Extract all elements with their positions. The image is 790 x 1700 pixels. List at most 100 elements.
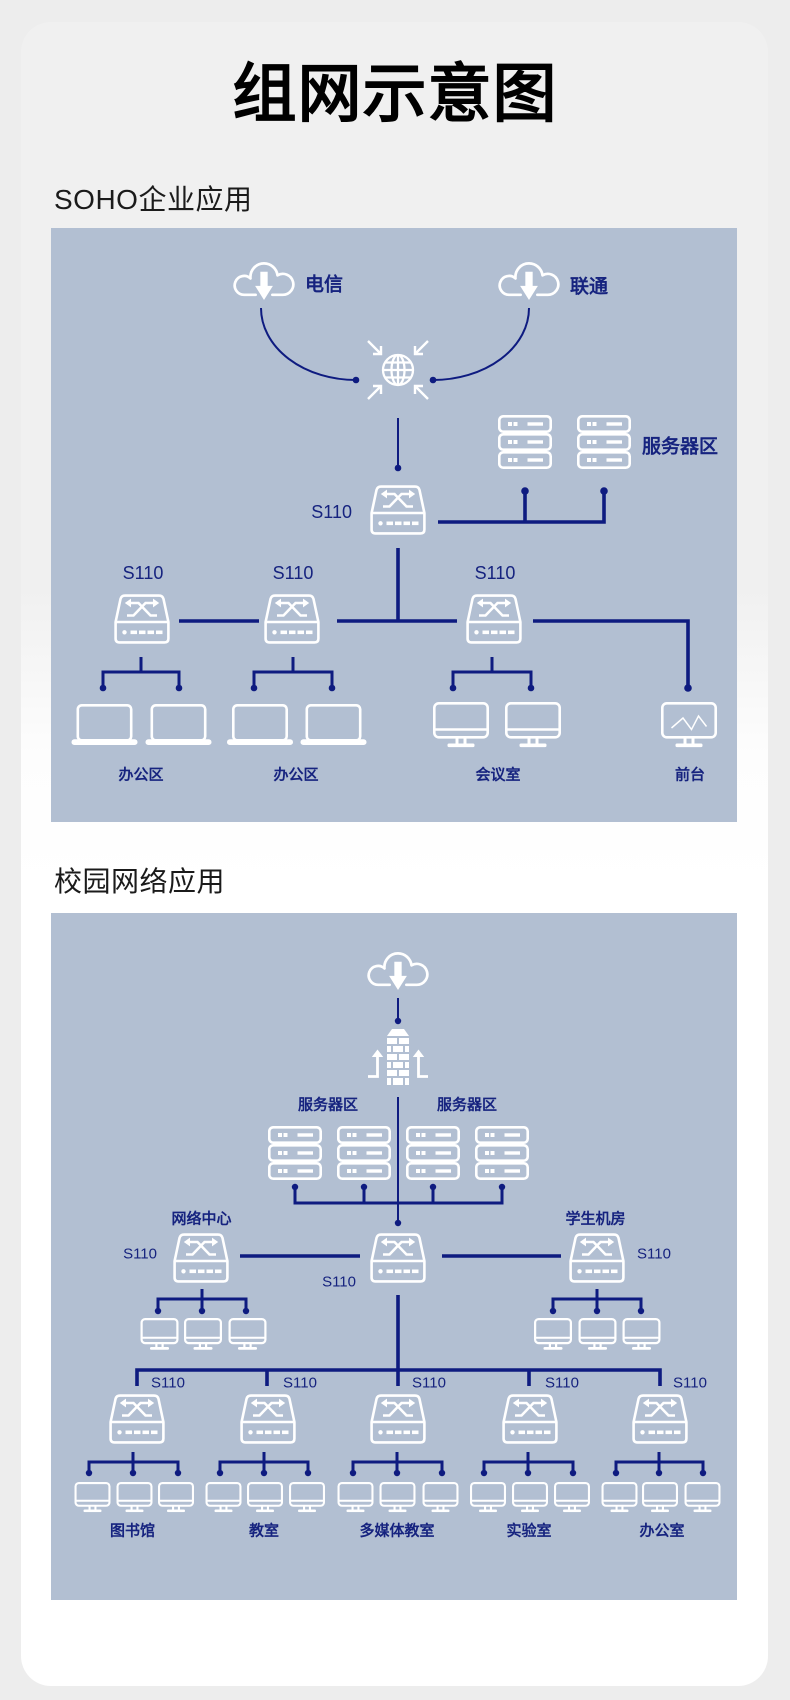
connector-dot	[328, 684, 336, 692]
monitor-icon	[158, 1482, 194, 1513]
isp-label-telecom: 电信	[305, 273, 343, 296]
server-icon	[475, 1126, 529, 1180]
soho-network-diagram: 电信 联通 S110 服务器区 S110 S110 S110 办公区 办公区 会…	[71, 262, 718, 784]
connector-dot	[394, 1017, 402, 1025]
arrow-inward-icon	[367, 340, 383, 356]
connector-dot	[449, 684, 457, 692]
access-switch-model-label: S110	[673, 1375, 707, 1392]
arrow-inward-icon	[413, 340, 429, 356]
access-switch-icon	[114, 594, 170, 644]
connector-dot	[99, 684, 107, 692]
connector-dot	[129, 1469, 137, 1477]
link-core-switch-to-servers	[438, 491, 606, 524]
connector-dot	[593, 1307, 601, 1315]
monitor-icon	[505, 702, 561, 748]
zone-label: 办公区	[118, 766, 163, 784]
monitor-icon	[534, 1318, 572, 1350]
server-zone-label: 服务器区	[642, 435, 718, 458]
link-telecom-to-gateway	[260, 307, 357, 381]
cloud-download-icon	[367, 952, 429, 992]
connector-dot	[429, 1183, 437, 1191]
connector-dot	[360, 1183, 368, 1191]
connector-dot	[527, 684, 535, 692]
connector-dot	[154, 1307, 162, 1315]
connector-dot	[521, 487, 529, 495]
student-lab-switch-model-label: S110	[637, 1246, 671, 1263]
monitor-icon	[74, 1482, 111, 1513]
monitor-icon	[205, 1482, 242, 1513]
zone-label: 办公室	[639, 1522, 684, 1540]
monitor-icon	[184, 1318, 222, 1350]
bracket-student-lab	[551, 1289, 643, 1311]
access-switch-icon	[370, 1394, 426, 1444]
front-desk-label: 前台	[675, 766, 705, 784]
access-switch-icon	[632, 1394, 688, 1444]
arrow-inward-icon	[413, 384, 429, 400]
student-lab-label: 学生机房	[565, 1210, 625, 1228]
monitor-icon	[578, 1318, 617, 1350]
campus-diagram-panel: 服务器区 服务器区 网络中心 学生机房 S110 S110 S110 S110 …	[51, 913, 737, 1600]
soho-labels: 电信 联通 S110 服务器区 S110 S110 S110 办公区 办公区 会…	[118, 273, 718, 784]
connector-dot	[569, 1469, 577, 1477]
soho-links	[101, 307, 690, 688]
section-heading-campus: 校园网络应用	[54, 866, 226, 897]
bracket-network-center	[156, 1289, 248, 1311]
laptop-icon	[145, 704, 212, 745]
server-zone-label: 服务器区	[298, 1096, 358, 1114]
zone-label: 多媒体教室	[359, 1522, 434, 1540]
server-icon	[498, 415, 552, 469]
link-unicom-to-gateway	[432, 307, 530, 381]
access-switch-icon	[466, 594, 522, 644]
connector-dot	[394, 1219, 402, 1227]
link-access-bus	[135, 1368, 662, 1386]
connector-dot	[216, 1469, 224, 1477]
connector-dot	[655, 1469, 663, 1477]
server-zone-label: 服务器区	[437, 1096, 497, 1114]
monitor-icon	[247, 1482, 283, 1513]
connector-dot	[394, 464, 402, 472]
access-switch-icon	[264, 594, 320, 644]
connector-dot	[637, 1307, 645, 1315]
access-switch-icon	[502, 1394, 558, 1444]
campus-links	[87, 998, 705, 1473]
zone-label: 实验室	[506, 1522, 551, 1540]
connector-dot	[612, 1469, 620, 1477]
access-switch-model-label: S110	[123, 563, 164, 583]
connector-dot	[198, 1307, 206, 1315]
campus-labels: 服务器区 服务器区 网络中心 学生机房 S110 S110 S110 S110 …	[110, 1096, 707, 1540]
zone-label: 图书馆	[110, 1522, 155, 1540]
access-switch-model-label: S110	[273, 563, 314, 583]
access-switch-model-label: S110	[151, 1375, 185, 1392]
monitor-icon	[337, 1482, 374, 1513]
section-heading-soho: SOHO企业应用	[54, 184, 253, 215]
monitor-icon	[379, 1482, 416, 1513]
core-switch-model-label: S110	[322, 1274, 356, 1291]
connector-dot	[349, 1469, 357, 1477]
monitor-icon	[601, 1482, 638, 1513]
bracket-office-b	[252, 657, 334, 688]
core-switch-icon	[370, 485, 426, 535]
access-switch-model-label: S110	[475, 563, 516, 583]
connector-dot	[600, 487, 608, 495]
connector-dot	[175, 684, 183, 692]
connector-dot	[429, 376, 437, 384]
bracket-meeting-room	[451, 657, 533, 688]
server-icon	[406, 1126, 460, 1180]
network-center-label: 网络中心	[171, 1210, 231, 1228]
connector-dot	[438, 1469, 446, 1477]
network-center-switch-model-label: S110	[123, 1246, 157, 1263]
zone-label: 会议室	[475, 766, 520, 784]
campus-network-diagram: 服务器区 服务器区 网络中心 学生机房 S110 S110 S110 S110 …	[74, 952, 721, 1540]
connector-dot	[684, 684, 692, 692]
soho-diagram-panel: 电信 联通 S110 服务器区 S110 S110 S110 办公区 办公区 会…	[51, 228, 737, 822]
monitor-icon	[554, 1482, 590, 1513]
connector-dot	[699, 1469, 707, 1477]
globe-icon	[381, 353, 415, 387]
connector-dot	[498, 1183, 506, 1191]
connector-dot	[260, 1469, 268, 1477]
server-icon	[268, 1126, 322, 1180]
monitor-icon	[228, 1318, 267, 1350]
monitor-icon	[140, 1318, 179, 1350]
network-center-switch-icon	[173, 1233, 229, 1283]
monitor-icon	[622, 1318, 661, 1350]
